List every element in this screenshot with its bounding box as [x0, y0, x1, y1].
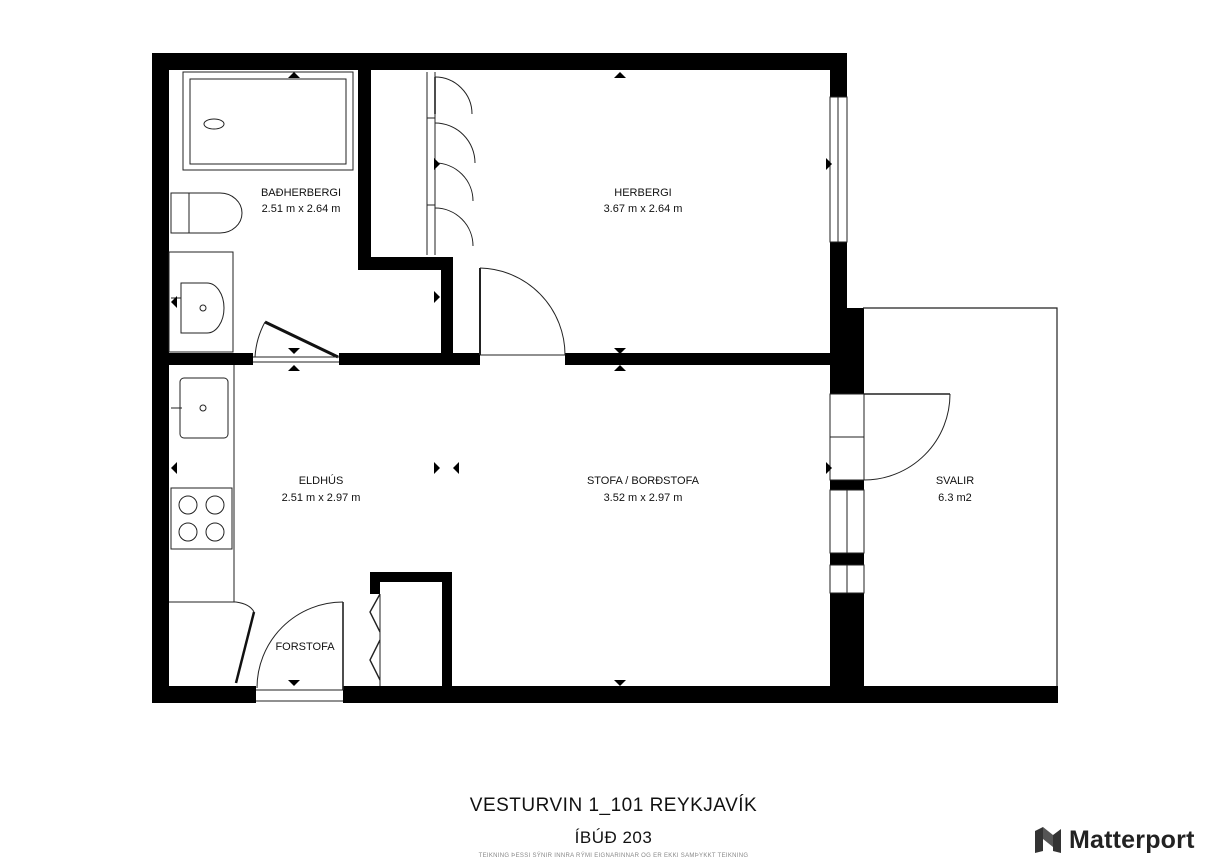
entry-door	[256, 601, 344, 702]
room-name-balcony: SVALIR	[936, 475, 974, 487]
room-labels: BAÐHERBERGI 2.51 m x 2.64 m HERBERGI 3.6…	[261, 187, 974, 653]
matterport-logo-icon	[1035, 827, 1061, 853]
bathroom-sink	[168, 251, 234, 353]
room-name-entry: FORSTOFA	[275, 641, 335, 653]
unit-subtitle: ÍBÚÐ 203	[574, 828, 653, 847]
room-name-bedroom: HERBERGI	[614, 187, 671, 199]
brand-name: Matterport	[1069, 825, 1195, 854]
exterior-walls	[152, 53, 1058, 703]
bathroom-door	[253, 320, 339, 363]
balcony-door	[863, 393, 951, 481]
windows	[829, 96, 865, 594]
room-name-kitchen: ELDHÚS	[299, 474, 344, 487]
bedroom-door	[479, 267, 566, 356]
toilet	[170, 192, 243, 234]
balcony-outline	[863, 307, 1058, 686]
stove	[170, 487, 233, 550]
room-dims-living: 3.52 m x 2.97 m	[604, 492, 683, 504]
room-name-bathroom: BAÐHERBERGI	[261, 187, 341, 199]
room-name-living: STOFA / BORÐSTOFA	[587, 475, 700, 487]
address-title: VESTURVIN 1_101 REYKJAVÍK	[469, 795, 758, 816]
brand-logo: Matterport	[1033, 823, 1195, 857]
bathtub	[182, 71, 354, 171]
wardrobe-doors	[426, 72, 476, 255]
room-dims-bedroom: 3.67 m x 2.64 m	[604, 203, 683, 215]
disclaimer-text: TEIKNING ÞESSI SÝNIR INNRA RÝMI EIGNARIN…	[478, 853, 749, 859]
kitchen-cabinet-door	[169, 601, 256, 684]
doors	[169, 72, 951, 702]
room-dims-kitchen: 2.51 m x 2.97 m	[282, 492, 361, 504]
room-dims-balcony: 6.3 m2	[938, 492, 972, 504]
closet-door	[369, 593, 381, 686]
room-dims-bathroom: 2.51 m x 2.64 m	[262, 203, 341, 215]
interior-walls	[169, 70, 840, 692]
direction-markers	[171, 72, 832, 686]
fixtures	[168, 71, 354, 602]
kitchen-counter	[171, 365, 235, 602]
